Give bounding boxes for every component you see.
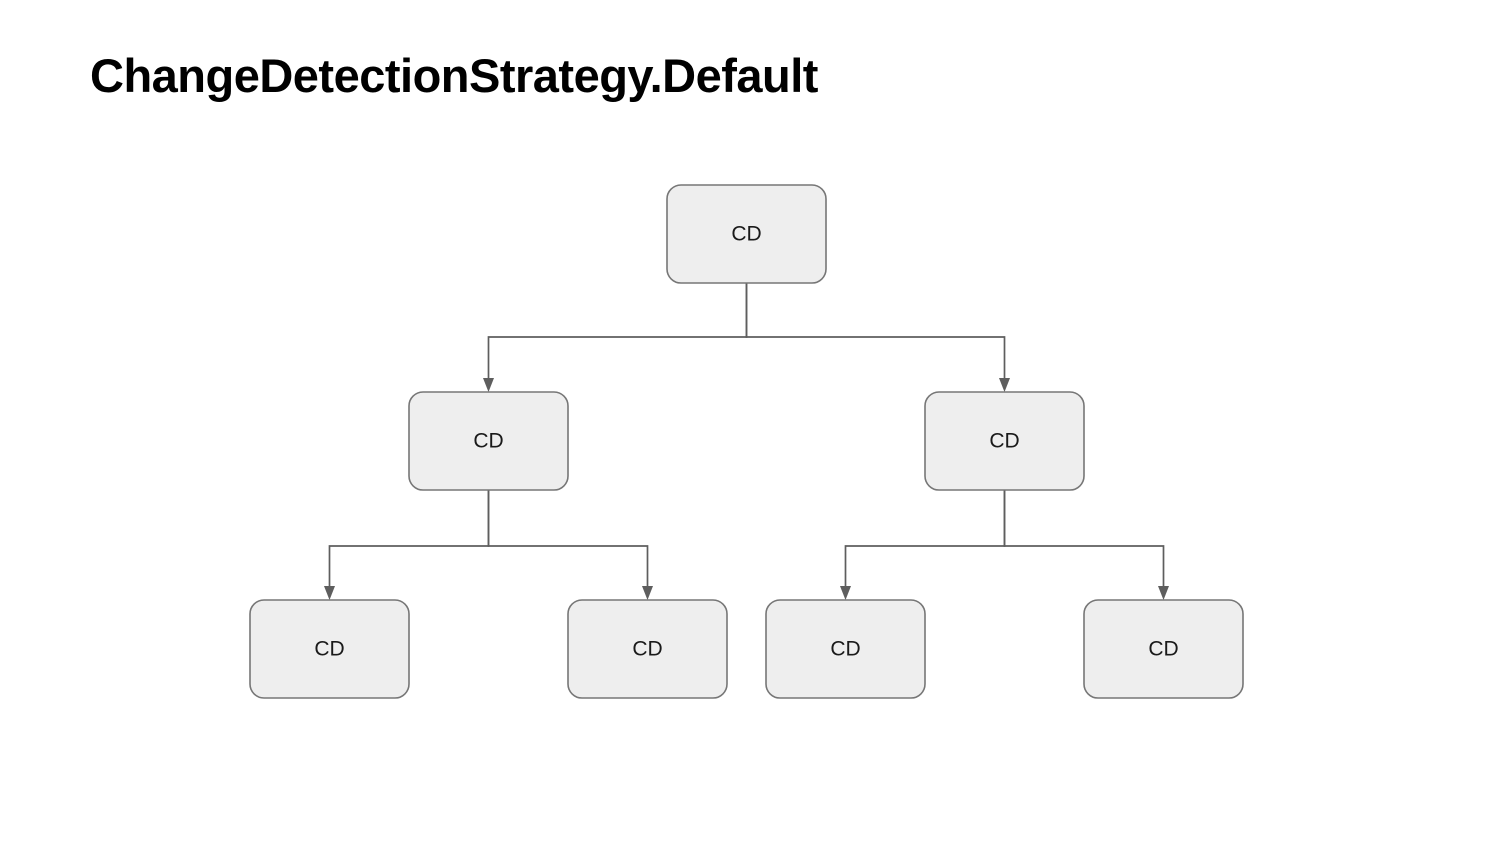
- page-title: ChangeDetectionStrategy.Default: [90, 49, 818, 102]
- node-label: CD: [632, 638, 662, 661]
- edge-l2a-to-l3b: [487, 490, 653, 600]
- edge-l2a-to-l3a: [324, 490, 490, 600]
- node-root[interactable]: CD: [666, 184, 827, 284]
- arrow-head-icon: [483, 378, 494, 392]
- node-label: CD: [830, 638, 860, 661]
- node-box[interactable]: [249, 599, 410, 699]
- arrow-head-icon: [642, 586, 653, 600]
- node-l2b[interactable]: CD: [924, 391, 1085, 491]
- nodes-layer: CD CD CD CD CD CD CD: [249, 184, 1244, 699]
- node-label: CD: [1148, 638, 1178, 661]
- node-box[interactable]: [924, 391, 1085, 491]
- edge-root-to-l2b: [745, 283, 1010, 392]
- node-label: CD: [314, 638, 344, 661]
- node-l2a[interactable]: CD: [408, 391, 569, 491]
- node-box[interactable]: [567, 599, 728, 699]
- node-l3b[interactable]: CD: [567, 599, 728, 699]
- node-label: CD: [473, 430, 503, 453]
- node-l3c[interactable]: CD: [765, 599, 926, 699]
- node-label: CD: [989, 430, 1019, 453]
- arrow-head-icon: [1158, 586, 1169, 600]
- node-box[interactable]: [765, 599, 926, 699]
- node-box[interactable]: [1083, 599, 1244, 699]
- arrow-head-icon: [999, 378, 1010, 392]
- node-label: CD: [731, 223, 761, 246]
- node-l3a[interactable]: CD: [249, 599, 410, 699]
- edges-layer: [324, 283, 1169, 600]
- node-box[interactable]: [666, 184, 827, 284]
- node-l3d[interactable]: CD: [1083, 599, 1244, 699]
- node-box[interactable]: [408, 391, 569, 491]
- edge-l2b-to-l3c: [840, 490, 1006, 600]
- edge-l2b-to-l3d: [1003, 490, 1169, 600]
- arrow-head-icon: [840, 586, 851, 600]
- arrow-head-icon: [324, 586, 335, 600]
- edge-root-to-l2a: [483, 283, 748, 392]
